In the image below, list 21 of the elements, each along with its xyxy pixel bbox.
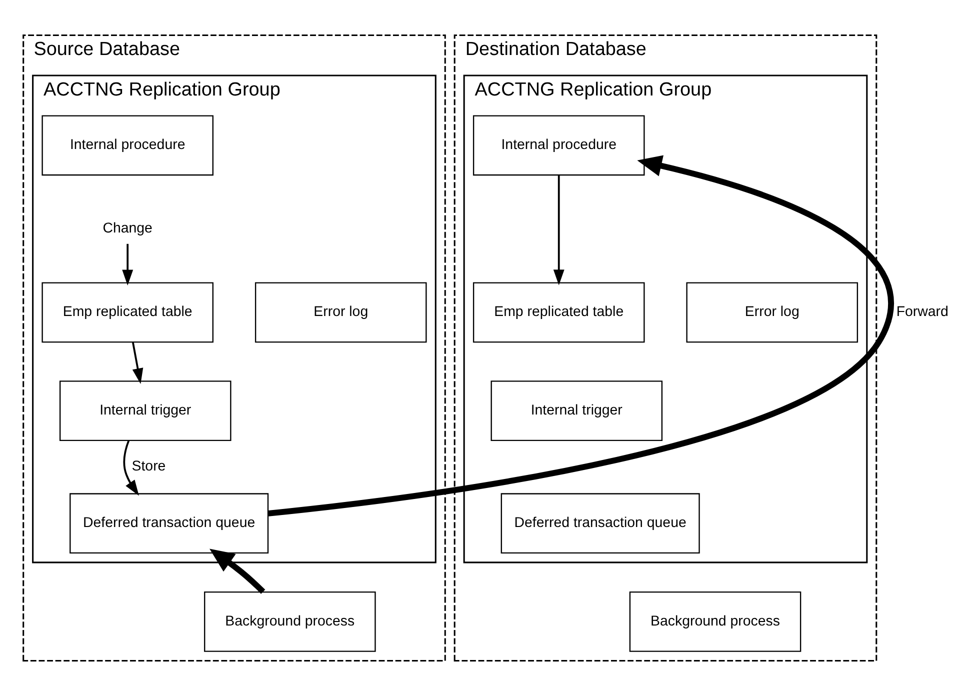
arrow (122, 440, 138, 496)
arrow (209, 548, 265, 594)
node-box: Internal procedure (41, 114, 213, 176)
node-box: Internal trigger (490, 380, 662, 440)
node-box: Error log (686, 282, 858, 342)
node-text: Change (102, 220, 152, 236)
node-box: Error log (254, 282, 426, 342)
edge-label: Store (131, 458, 166, 474)
node-box: Deferred transaction queue (69, 492, 268, 554)
node-box: Emp replicated table (472, 282, 644, 342)
arrow (122, 243, 133, 285)
node-box: Deferred transaction queue (500, 492, 700, 554)
arrow (268, 154, 893, 516)
node-box: Internal procedure (472, 114, 644, 176)
arrow (552, 174, 564, 285)
node-box: Emp replicated table (41, 282, 213, 342)
node-box: Background process (204, 590, 376, 652)
node-box: Internal trigger (58, 380, 231, 440)
edge-label: Forward (896, 304, 948, 320)
arrow (132, 342, 143, 384)
node-box: Background process (628, 590, 801, 652)
